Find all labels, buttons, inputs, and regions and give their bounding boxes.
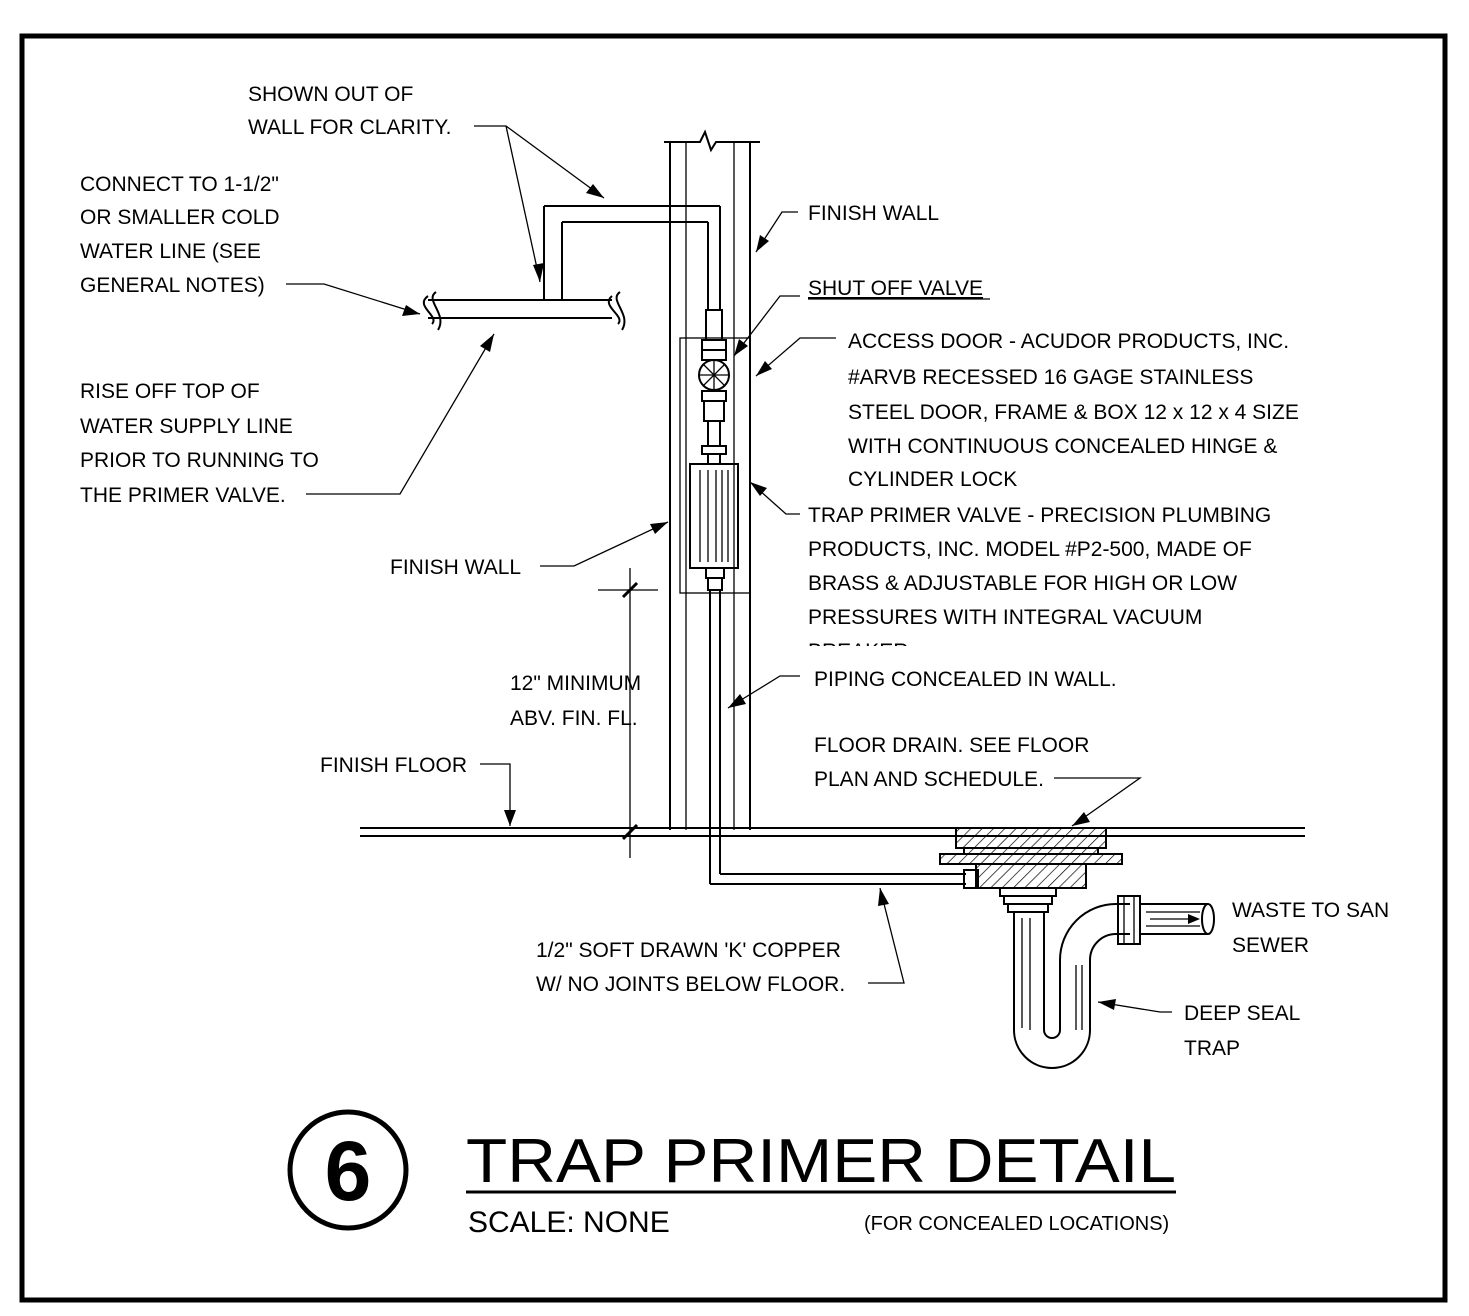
note-line: W/ NO JOINTS BELOW FLOOR. — [536, 973, 845, 996]
note-line: #ARVB RECESSED 16 GAGE STAINLESS — [848, 366, 1253, 389]
note-line: BRASS & ADJUSTABLE FOR HIGH OR LOW — [808, 572, 1237, 595]
note-line: WALL FOR CLARITY. — [248, 116, 451, 139]
sheet-border — [19, 33, 1448, 1303]
finish-floor-line — [360, 827, 1305, 837]
title-block: 6 TRAP PRIMER DETAIL SCALE: NONE (FOR CO… — [287, 1109, 1176, 1239]
note-line: GENERAL NOTES) — [80, 274, 265, 297]
note-line: PRESSURES WITH INTEGRAL VACUUM — [808, 606, 1202, 629]
note-finish-wall-left: FINISH WALL — [390, 556, 521, 579]
note-line: WATER SUPPLY LINE — [80, 415, 293, 438]
note-finish-floor: FINISH FLOOR — [320, 754, 467, 777]
note-overlap-mask — [800, 646, 1120, 666]
note-floor-drain: FLOOR DRAIN. SEE FLOOR PLAN AND SCHEDULE… — [814, 734, 1089, 791]
note-line: STEEL DOOR, FRAME & BOX 12 x 12 x 4 SIZE — [848, 401, 1299, 424]
note-line: SHOWN OUT OF — [248, 83, 413, 106]
leader-lines — [286, 125, 1172, 1013]
detail-subtitle: (FOR CONCEALED LOCATIONS) — [864, 1213, 1169, 1235]
detail-scale: SCALE: NONE — [468, 1206, 670, 1239]
note-line: TRAP PRIMER VALVE - PRECISION PLUMBING — [808, 504, 1271, 527]
note-line: 12" MINIMUM — [510, 672, 641, 695]
minimum-height-dimension — [598, 568, 658, 858]
note-line: PLAN AND SCHEDULE. — [814, 768, 1044, 791]
note-minimum-height: 12" MINIMUM ABV. FIN. FL. — [510, 672, 641, 730]
access-door-box — [679, 337, 751, 594]
note-shut-off-valve: SHUT OFF VALVE — [808, 277, 983, 300]
note-line: PRIOR TO RUNNING TO — [80, 449, 319, 472]
note-line: CYLINDER LOCK — [848, 468, 1017, 491]
shut-off-valve — [698, 309, 730, 464]
copper-line — [709, 590, 979, 889]
note-connect-cold-water: CONNECT TO 1-1/2" OR SMALLER COLD WATER … — [80, 173, 280, 297]
note-line: THE PRIMER VALVE. — [80, 484, 286, 507]
note-line: RISE OFF TOP OF — [80, 380, 260, 403]
note-line: OR SMALLER COLD — [80, 206, 280, 229]
note-piping-concealed: PIPING CONCEALED IN WALL. — [814, 668, 1117, 691]
note-line: ACCESS DOOR - ACUDOR PRODUCTS, INC. — [848, 330, 1289, 353]
note-line: PRODUCTS, INC. MODEL #P2-500, MADE OF — [808, 538, 1252, 561]
note-line: WITH CONTINUOUS CONCEALED HINGE & — [848, 435, 1277, 458]
note-deep-seal-trap: DEEP SEAL TRAP — [1184, 1002, 1300, 1060]
note-line: CONNECT TO 1-1/2" — [80, 173, 279, 196]
floor-drain — [939, 827, 1123, 913]
note-line: WATER LINE (SEE — [80, 240, 261, 263]
note-rise-off-top: RISE OFF TOP OF WATER SUPPLY LINE PRIOR … — [80, 380, 319, 507]
note-copper-line: 1/2" SOFT DRAWN 'K' COPPER W/ NO JOINTS … — [536, 939, 845, 996]
note-line: ABV. FIN. FL. — [510, 707, 638, 730]
note-line: 1/2" SOFT DRAWN 'K' COPPER — [536, 939, 841, 962]
note-line: SEWER — [1232, 934, 1309, 957]
note-line: WASTE TO SAN — [1232, 899, 1389, 922]
note-line: FLOOR DRAIN. SEE FLOOR — [814, 734, 1089, 757]
wall — [664, 129, 760, 830]
note-access-door: ACCESS DOOR - ACUDOR PRODUCTS, INC. #ARV… — [848, 330, 1299, 491]
detail-number: 6 — [325, 1124, 372, 1218]
detail-number-circle — [287, 1109, 409, 1231]
detail-title: TRAP PRIMER DETAIL — [466, 1127, 1176, 1196]
note-waste-to-sewer: WASTE TO SAN SEWER — [1232, 899, 1389, 957]
note-shown-out-of-wall: SHOWN OUT OF WALL FOR CLARITY. — [248, 83, 451, 139]
cold-water-line — [422, 205, 721, 331]
trap-primer-valve-body — [689, 463, 739, 591]
note-trap-primer-valve: TRAP PRIMER VALVE - PRECISION PLUMBING P… — [808, 504, 1271, 663]
deep-seal-trap — [1013, 895, 1215, 1069]
note-line: DEEP SEAL — [1184, 1002, 1300, 1025]
note-line: TRAP — [1184, 1037, 1240, 1060]
note-finish-wall-right: FINISH WALL — [808, 202, 939, 225]
